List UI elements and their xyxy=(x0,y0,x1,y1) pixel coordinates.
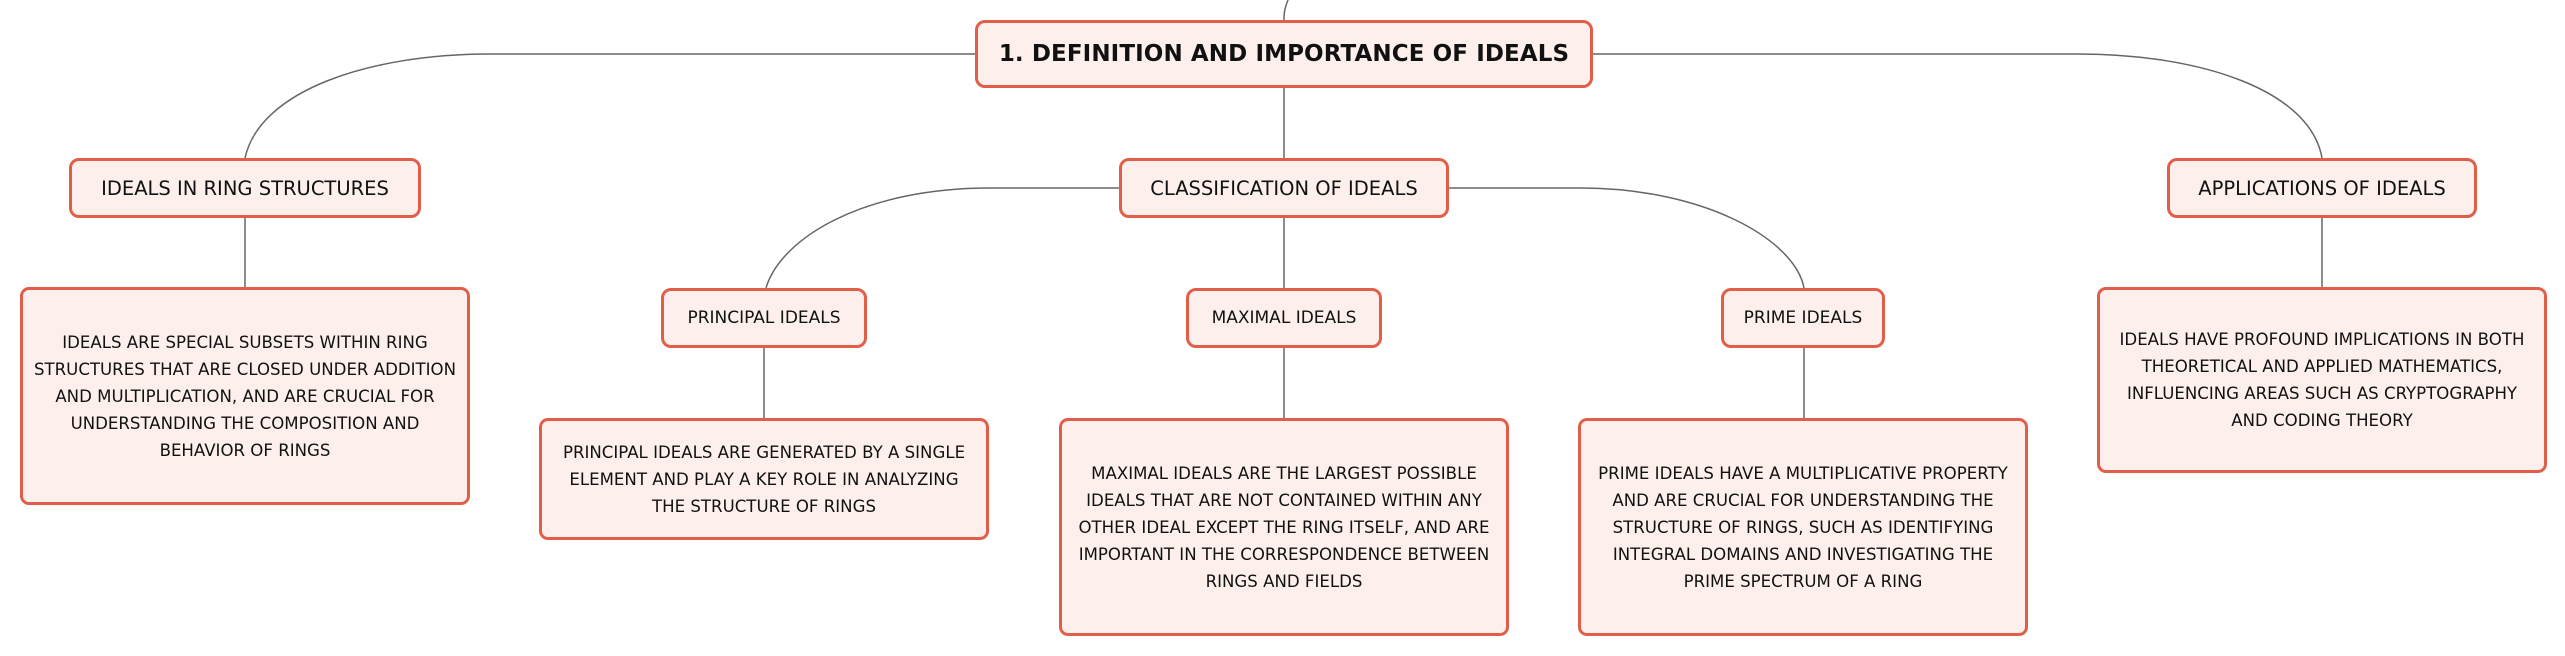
applications-label: APPLICATIONS OF IDEALS xyxy=(2198,176,2446,200)
principal-ideals-label: PRINCIPAL IDEALS xyxy=(687,308,841,328)
principal-ideals-node[interactable]: PRINCIPAL IDEALS xyxy=(661,288,867,348)
classification-node[interactable]: CLASSIFICATION OF IDEALS xyxy=(1119,158,1449,218)
connector-classification-to-principal xyxy=(765,187,1119,289)
connector-root-to-ring-structures xyxy=(244,53,975,159)
ring-structures-detail-text: IDEALS ARE SPECIAL SUBSETS WITHIN RING S… xyxy=(33,332,457,460)
ring-structures-label: IDEALS IN RING STRUCTURES xyxy=(101,176,389,200)
classification-label: CLASSIFICATION OF IDEALS xyxy=(1150,176,1418,200)
maximal-ideals-node[interactable]: MAXIMAL IDEALS xyxy=(1186,288,1382,348)
applications-detail-node[interactable]: IDEALS HAVE PROFOUND IMPLICATIONS IN BOT… xyxy=(2097,287,2547,473)
prime-ideals-detail-node[interactable]: PRIME IDEALS HAVE A MULTIPLICATIVE PROPE… xyxy=(1578,418,2028,636)
maximal-ideals-label: MAXIMAL IDEALS xyxy=(1211,308,1357,328)
ring-structures-node[interactable]: IDEALS IN RING STRUCTURES xyxy=(69,158,421,218)
maximal-ideals-detail-text: MAXIMAL IDEALS ARE THE LARGEST POSSIBLE … xyxy=(1078,463,1490,591)
root-topic-node[interactable]: 1. DEFINITION AND IMPORTANCE OF IDEALS xyxy=(975,20,1593,88)
applications-node[interactable]: APPLICATIONS OF IDEALS xyxy=(2167,158,2477,218)
root-topic-label: 1. DEFINITION AND IMPORTANCE OF IDEALS xyxy=(998,41,1570,67)
ring-structures-detail-node[interactable]: IDEALS ARE SPECIAL SUBSETS WITHIN RING S… xyxy=(20,287,470,505)
applications-detail-text: IDEALS HAVE PROFOUND IMPLICATIONS IN BOT… xyxy=(2119,330,2525,430)
connector-root-to-parent xyxy=(1283,0,1289,21)
prime-ideals-label: PRIME IDEALS xyxy=(1743,308,1863,328)
principal-ideals-detail-node[interactable]: PRINCIPAL IDEALS ARE GENERATED BY A SING… xyxy=(539,418,989,540)
connector-classification-to-prime xyxy=(1449,187,1805,289)
principal-ideals-detail-text: PRINCIPAL IDEALS ARE GENERATED BY A SING… xyxy=(562,442,966,516)
prime-ideals-detail-text: PRIME IDEALS HAVE A MULTIPLICATIVE PROPE… xyxy=(1598,463,2008,591)
prime-ideals-node[interactable]: PRIME IDEALS xyxy=(1721,288,1885,348)
connector-root-to-applications xyxy=(1593,53,2323,159)
maximal-ideals-detail-node[interactable]: MAXIMAL IDEALS ARE THE LARGEST POSSIBLE … xyxy=(1059,418,1509,636)
